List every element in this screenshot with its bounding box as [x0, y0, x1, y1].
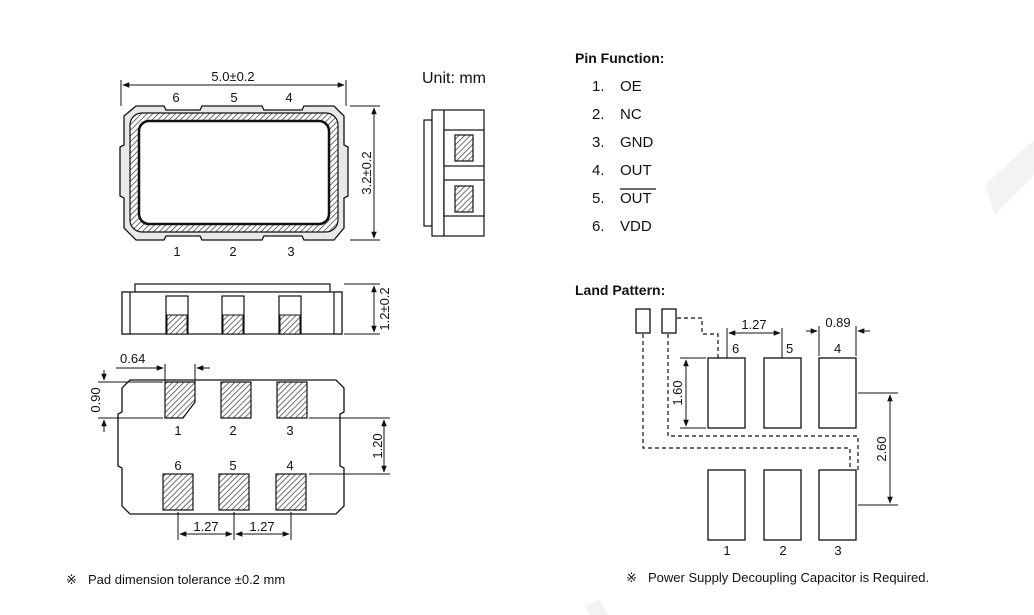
- note-symbol: ※: [66, 572, 77, 587]
- watermark-stroke: [985, 140, 1034, 215]
- pin-function-name: NC: [620, 106, 642, 123]
- front-pad: [279, 314, 301, 335]
- bottom-pin-label: 4: [286, 458, 293, 473]
- bottom-pad: [220, 381, 252, 419]
- pin-function-num: 1.: [592, 78, 605, 95]
- top-pin-label: 5: [230, 90, 237, 105]
- bottom-pin-label: 6: [174, 458, 181, 473]
- capacitor-pad: [661, 308, 677, 334]
- land-pad: [707, 357, 746, 429]
- land-pin-label: 6: [732, 341, 739, 356]
- bottom-pin-label: 3: [286, 423, 293, 438]
- pin-function-name: OUT: [620, 162, 652, 179]
- decoupling-note: Power Supply Decoupling Capacitor is Req…: [648, 570, 929, 585]
- land-row-span-dim: 2.60: [874, 436, 889, 461]
- pin-function-num: 2.: [592, 106, 605, 123]
- pin-function-name: GND: [620, 134, 654, 151]
- bottom-pin-label: 2: [229, 423, 236, 438]
- row-gap-dim: 1.20: [370, 433, 385, 458]
- land-pad: [763, 357, 802, 429]
- land-pin-label: 1: [723, 543, 730, 558]
- pitch-dim: 1.27: [249, 519, 274, 534]
- note-symbol: ※: [626, 570, 637, 585]
- capacitor-pad: [635, 308, 651, 334]
- pin-function-num: 6.: [592, 218, 605, 235]
- watermark-stroke: [585, 600, 608, 615]
- land-pitch-dim: 1.27: [741, 317, 766, 332]
- pad-height-dim: 0.90: [88, 387, 103, 412]
- land-pad: [818, 469, 857, 541]
- pin-function-num: 3.: [592, 134, 605, 151]
- land-pin-label: 4: [834, 341, 841, 356]
- lid: [137, 119, 331, 226]
- bottom-pad: [162, 473, 194, 511]
- front-height-dim: 1.2±0.2: [377, 287, 392, 330]
- pitch-dim: 1.27: [193, 519, 218, 534]
- top-width-dim: 5.0±0.2: [211, 69, 254, 84]
- pin-function-num: 5.: [592, 190, 605, 207]
- unit-label: Unit: mm: [422, 70, 486, 87]
- top-pin-label: 6: [172, 90, 179, 105]
- top-view: 5.0±0.2 6 5 4 1 2 3 3.2±0.2: [119, 69, 380, 259]
- land-pin-label: 3: [834, 543, 841, 558]
- land-pin-label: 5: [786, 341, 793, 356]
- bottom-pad: [275, 473, 307, 511]
- land-pad-width-dim: 0.89: [825, 315, 850, 330]
- top-height-dim: 3.2±0.2: [359, 151, 374, 194]
- front-view: 1.2±0.2: [121, 283, 392, 335]
- front-pad: [166, 314, 188, 335]
- side-pad: [454, 134, 474, 162]
- dashed-trace: [677, 317, 719, 358]
- pin-function-title: Pin Function:: [575, 50, 664, 66]
- pin-function-section: Pin Function: 1. OE 2. NC 3. GND 4. OUT …: [575, 50, 664, 235]
- dashed-trace: [642, 334, 851, 470]
- top-pin-label: 3: [287, 244, 294, 259]
- pin-function-name: VDD: [620, 218, 652, 235]
- bottom-pin-label: 1: [174, 423, 181, 438]
- pad-width-dim: 0.64: [120, 351, 145, 366]
- dashed-trace: [667, 334, 859, 470]
- land-pad: [707, 469, 746, 541]
- bottom-pad: [276, 381, 308, 419]
- top-pin-label: 1: [173, 244, 180, 259]
- land-pad: [818, 357, 857, 429]
- bottom-pad-1: [164, 381, 196, 419]
- top-pin-label: 4: [285, 90, 292, 105]
- bottom-pin-label: 5: [229, 458, 236, 473]
- pin-function-name: OUT: [620, 190, 652, 207]
- land-pattern-section: Land Pattern: 6 5 4 1 2 3 1.27 0.89: [575, 282, 898, 558]
- pin-function-name: OE: [620, 78, 642, 95]
- pin-function-num: 4.: [592, 162, 605, 179]
- land-pattern-title: Land Pattern:: [575, 282, 665, 298]
- side-pad: [454, 185, 474, 213]
- top-pin-label: 2: [229, 244, 236, 259]
- land-pad-height-dim: 1.60: [670, 380, 685, 405]
- land-pin-label: 2: [779, 543, 786, 558]
- bottom-view: 1 2 3 6 5 4 0.64 0.90 1.20 1.27 1.27: [88, 351, 390, 540]
- bottom-pad: [218, 473, 250, 511]
- land-pad: [763, 469, 802, 541]
- pad-tolerance-note: Pad dimension tolerance ±0.2 mm: [88, 572, 285, 587]
- front-pad: [222, 314, 244, 335]
- side-view: [423, 109, 485, 237]
